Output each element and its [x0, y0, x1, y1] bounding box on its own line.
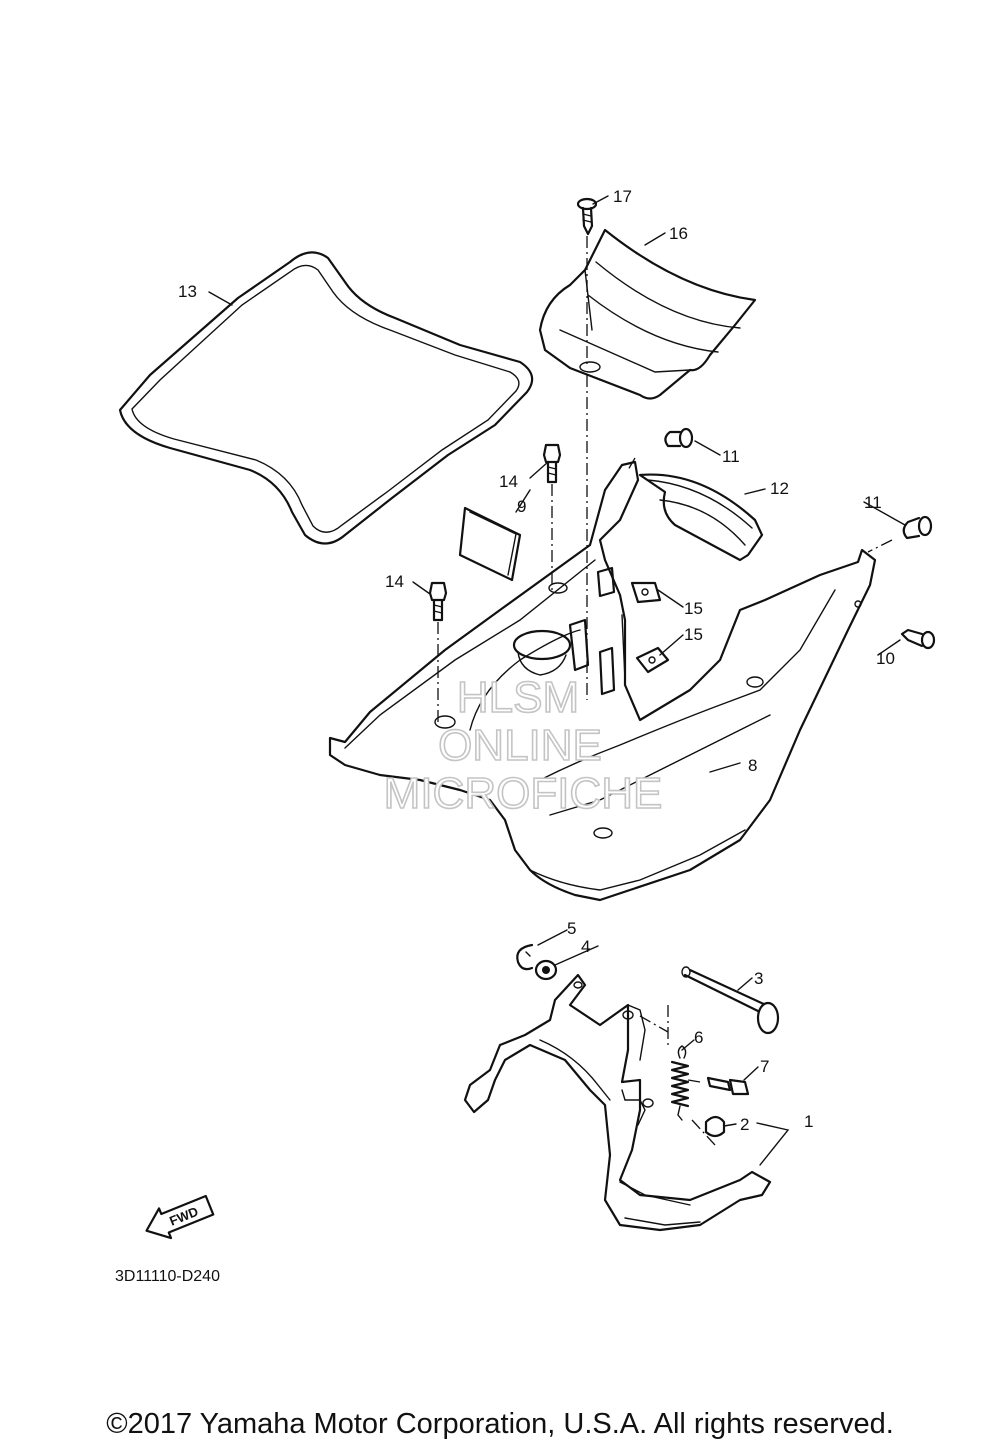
callout-5: 5: [567, 919, 576, 938]
screw-10: [900, 628, 936, 650]
callout-1: 1: [804, 1112, 813, 1131]
pad-9: [458, 506, 522, 582]
callout-11-upper: 11: [722, 447, 740, 466]
diagram-code: 3D11110-D240: [115, 1268, 220, 1285]
center-cover-16: [538, 228, 757, 400]
callout-12: 12: [770, 479, 789, 498]
footrest-board-8: [328, 460, 877, 902]
spring-6: [670, 1045, 690, 1121]
bolt-7: [706, 1076, 750, 1096]
washer-4: [534, 959, 558, 981]
leader-lines: [208, 195, 906, 1166]
callout-16: 16: [669, 224, 688, 243]
clip-11-right: [902, 515, 933, 540]
callout-3: 3: [754, 969, 763, 988]
callout-4: 4: [581, 937, 590, 956]
watermark-line-1: HLSM: [457, 673, 579, 722]
callout-15-upper: 15: [684, 599, 703, 618]
shaft-3: [681, 966, 780, 1035]
cover-12: [638, 473, 764, 562]
callout-2: 2: [740, 1115, 749, 1134]
callout-6: 6: [694, 1028, 703, 1047]
watermark-line-2: ONLINE: [438, 721, 602, 770]
callout-8: 8: [748, 756, 757, 775]
screw-17: [576, 197, 598, 236]
callout-15-lower: 15: [684, 625, 703, 644]
callout-9: 9: [517, 497, 526, 516]
circlip-5: [516, 943, 534, 971]
callout-14-lower: 14: [385, 572, 404, 591]
watermark-line-3: MICROFICHE: [384, 769, 663, 818]
callout-7: 7: [760, 1057, 769, 1076]
fwd-arrow-icon: FWD: [145, 1194, 215, 1240]
callout-14-upper: 14: [499, 472, 518, 491]
alignment-lines: [437, 236, 893, 1146]
watermark: HLSM ONLINE MICROFICHE: [383, 672, 663, 819]
callout-10: 10: [876, 649, 895, 668]
clip-11-upper: [664, 427, 694, 449]
bolt-14-upper: [542, 443, 562, 484]
copyright-notice: ©2017 Yamaha Motor Corporation, U.S.A. A…: [106, 1408, 894, 1440]
callout-11-right: 11: [864, 493, 882, 512]
parts-diagram: FWD HLSM ONLINE MICROFICHE 1 2 3 4 5 6 7…: [115, 187, 936, 1285]
callout-17: 17: [613, 187, 632, 206]
rubber-cap-2: [704, 1115, 726, 1138]
callout-13: 13: [178, 282, 197, 301]
bolt-14-lower: [428, 581, 448, 622]
floor-mat-13: [118, 251, 534, 545]
callouts: 1 2 3 4 5 6 7 8 9 10 11 11 12 13 14 14 1…: [178, 187, 895, 1134]
nut-15-upper: [630, 581, 662, 604]
main-stand-1: [463, 973, 772, 1232]
